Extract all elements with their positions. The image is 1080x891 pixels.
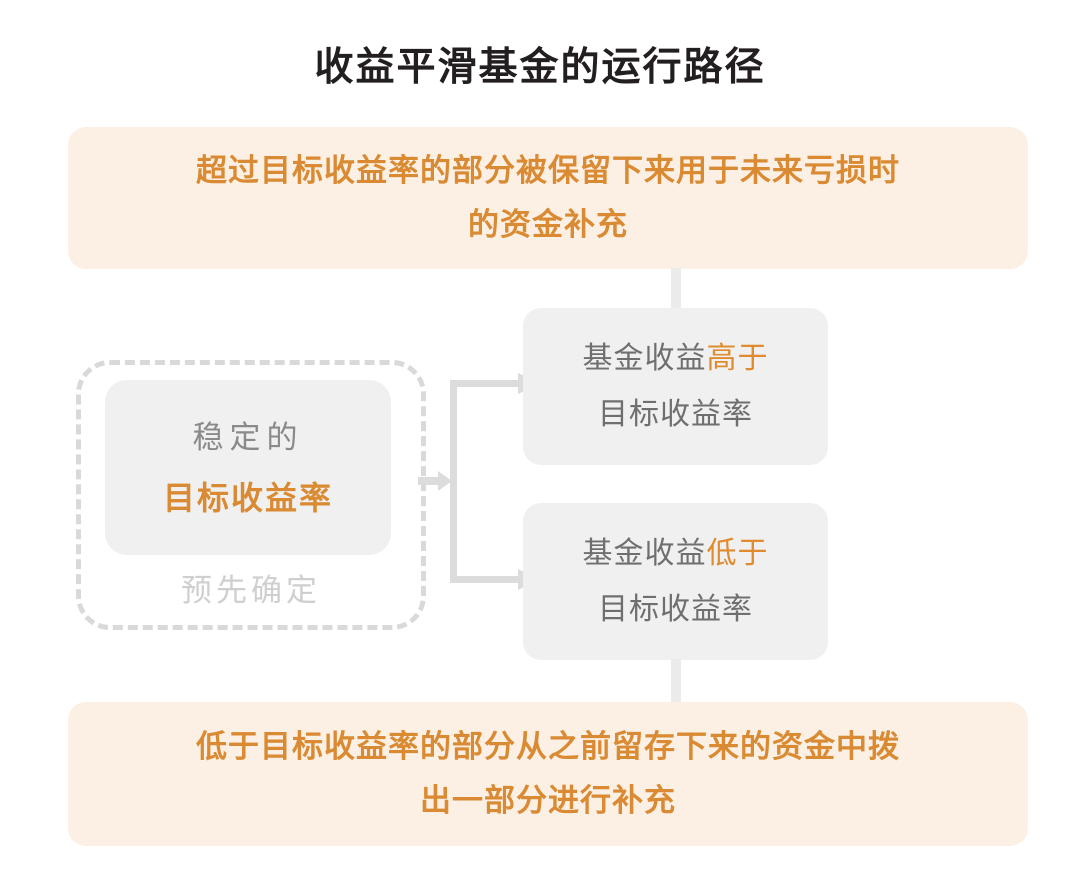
card-above-line-1: 基金收益高于 (583, 331, 769, 387)
card-below-line-2: 目标收益率 (598, 592, 753, 626)
caption-predetermined: 预先确定 (181, 573, 321, 608)
card-below-prefix: 基金收益 (582, 536, 707, 570)
page-title: 收益平滑基金的运行路径 (314, 46, 766, 89)
vertical-connector-icon-bottom (671, 659, 681, 703)
card-below-highlight: 低于 (706, 536, 769, 570)
card-above-highlight: 高于 (706, 341, 769, 375)
vertical-connector-icon-top (671, 268, 681, 309)
card-target-line-2: 目标收益率 (162, 479, 333, 516)
card-return-above-target: 基金收益高于 目标收益率 (523, 308, 828, 465)
card-return-below-target: 基金收益低于 目标收益率 (523, 503, 828, 660)
card-above-prefix: 基金收益 (582, 341, 707, 375)
card-below-line-1: 基金收益低于 (583, 526, 769, 582)
banner-surplus-line-1: 超过目标收益率的部分被保留下来用于未来亏损时 (196, 153, 900, 188)
card-target-line-1: 稳定的 (192, 419, 304, 455)
banner-surplus-retained: 超过目标收益率的部分被保留下来用于未来亏损时 的资金补充 (68, 127, 1028, 269)
card-above-line-2: 目标收益率 (598, 397, 753, 431)
banner-shortfall-line-1: 低于目标收益率的部分从之前留存下来的资金中拨 (196, 729, 900, 764)
banner-shortfall-replenished: 低于目标收益率的部分从之前留存下来的资金中拨 出一部分进行补充 (68, 702, 1028, 846)
card-stable-target-rate: 稳定的 目标收益率 (105, 380, 391, 555)
banner-shortfall-line-2: 出一部分进行补充 (420, 783, 676, 818)
banner-surplus-line-2: 的资金补充 (468, 207, 628, 242)
predetermined-target-group (76, 360, 426, 630)
